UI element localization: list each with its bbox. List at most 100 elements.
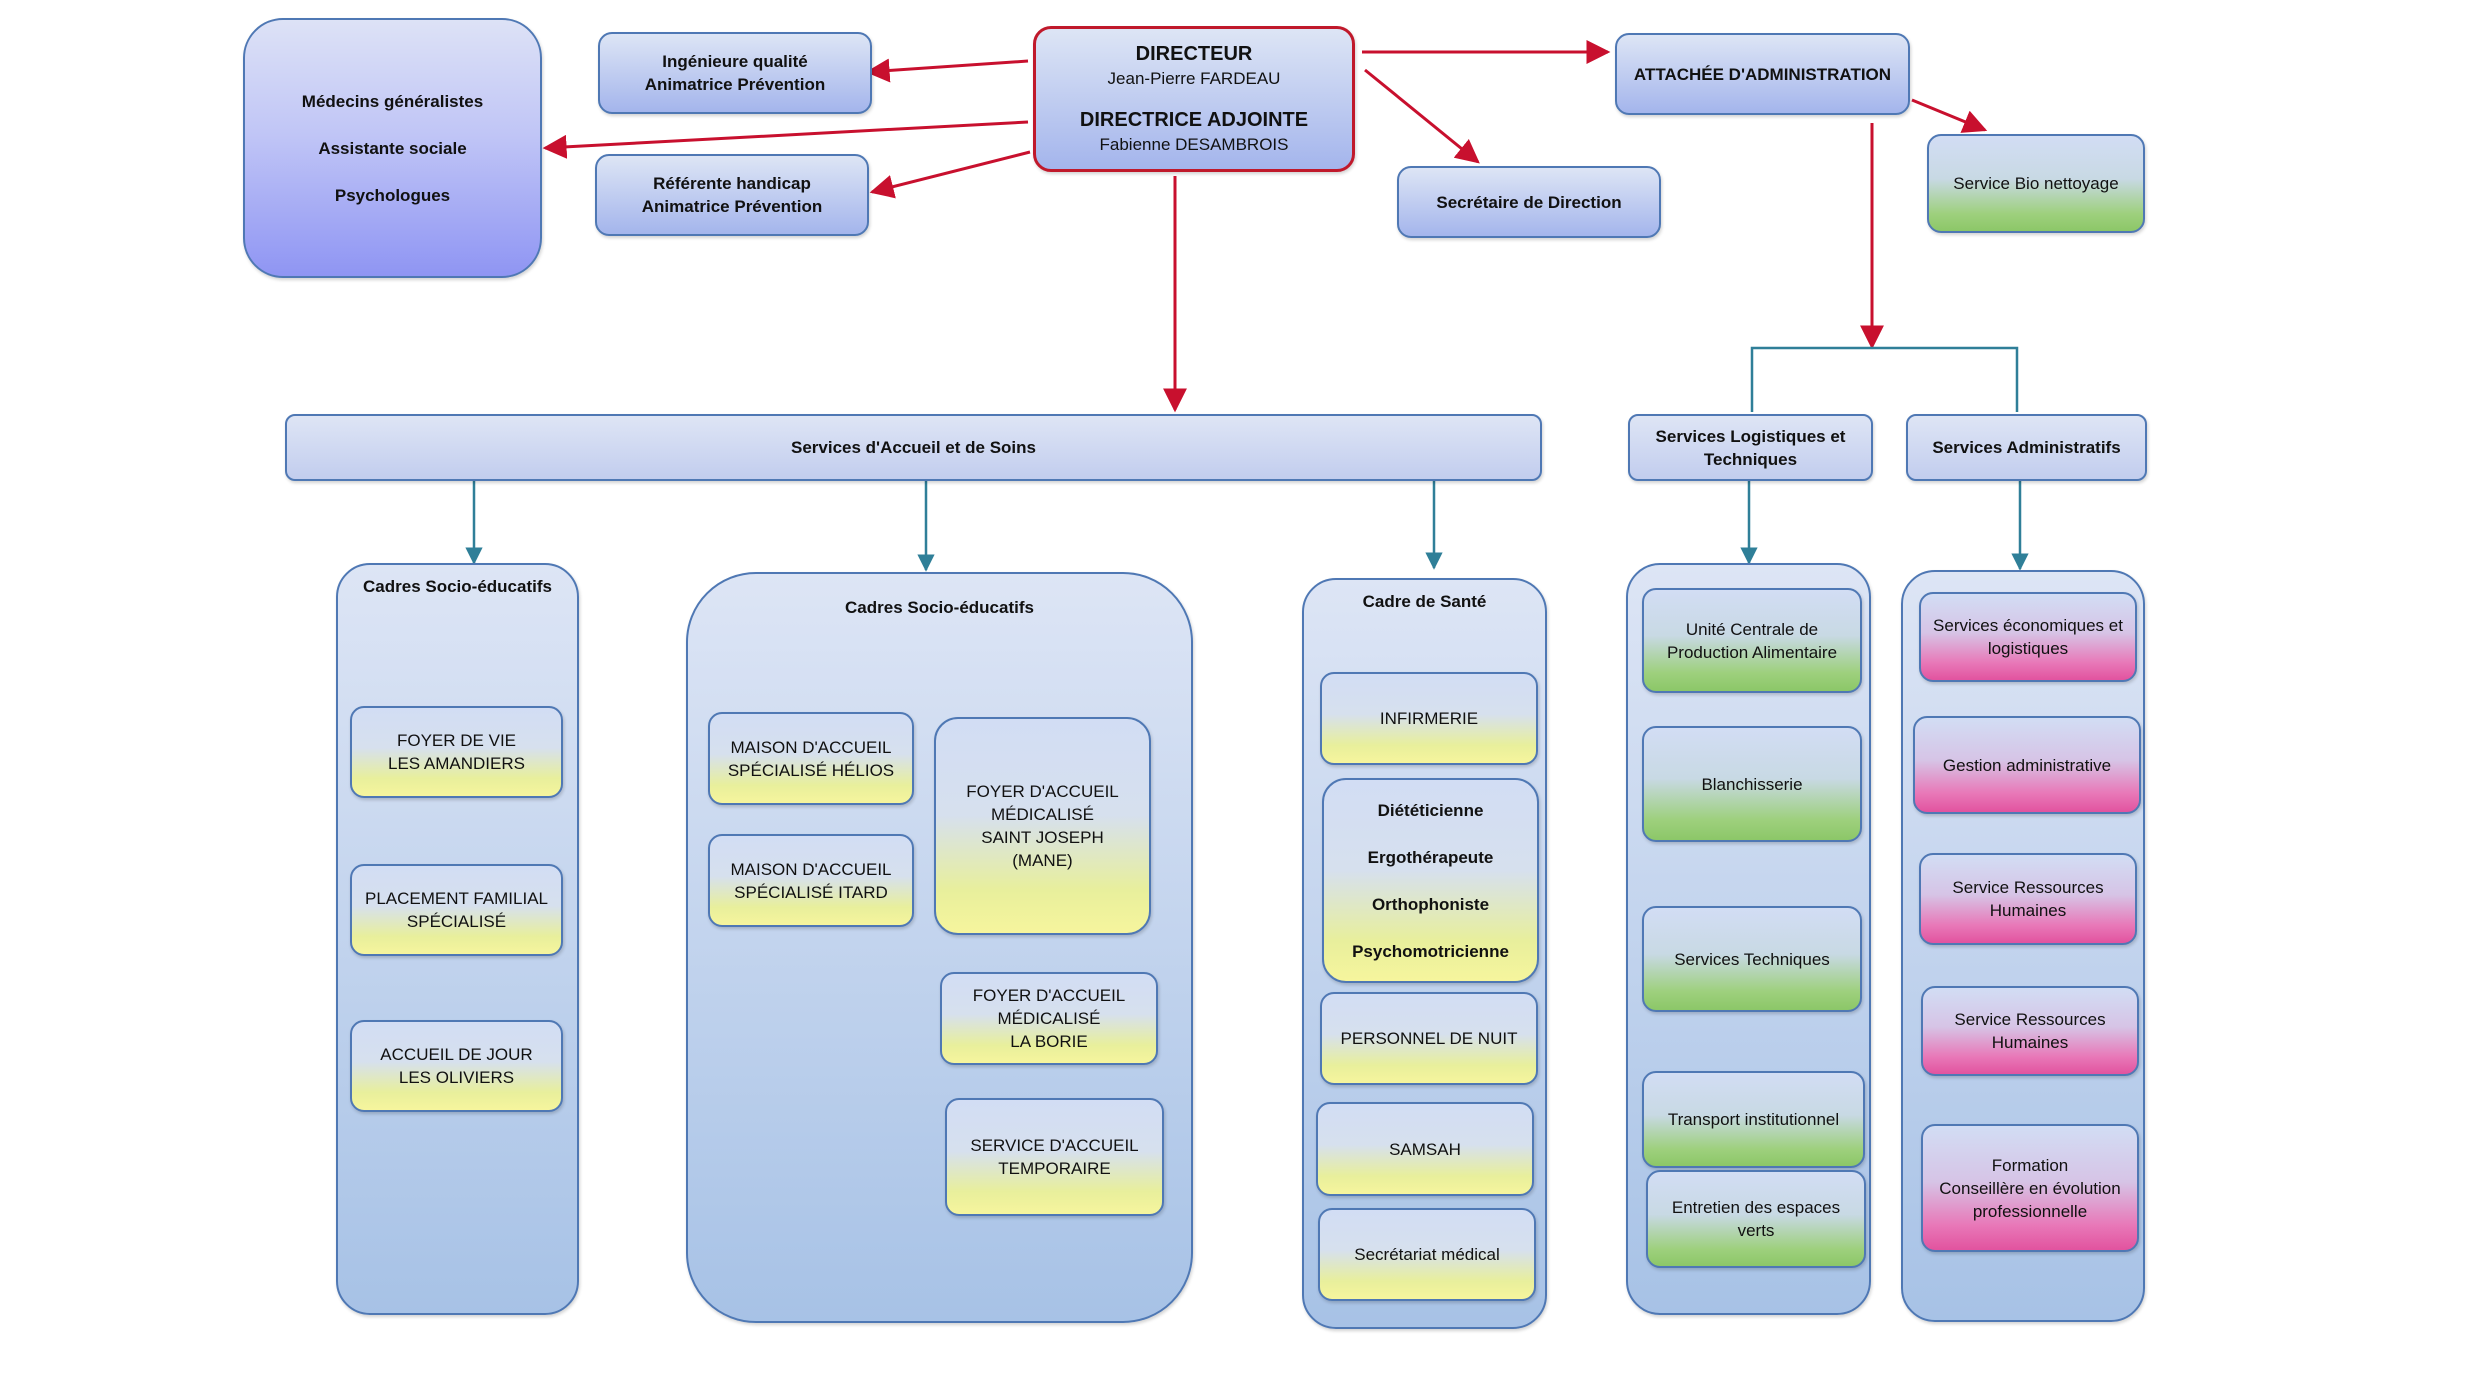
handicap-line: Référente handicap [653,174,811,193]
unit-line: PLACEMENT FAMILIAL [365,889,548,908]
medical-staff-item: Médecins généralistes [301,91,484,111]
unit-line: Transport institutionnel [1667,1110,1840,1129]
unit-line: ACCUEIL DE JOUR [380,1045,533,1064]
arrow-director-to-quality [865,58,1029,83]
logistics-label-line: Services Logistiques et [1655,426,1846,446]
admin-attache-box: ATTACHÉE D'ADMINISTRATION [1615,33,1910,115]
unit-line: MAISON D'ACCUEIL [730,859,892,879]
unit-line: SPÉCIALISÉ [406,912,507,931]
unit-ressources-humaines-1: Service Ressources Humaines [1919,853,2137,945]
deputy-title: DIRECTRICE ADJOINTE [1079,109,1309,131]
unit-infirmerie: INFIRMERIE [1320,672,1538,765]
unit-line: MÉDICALISÉ [991,805,1094,824]
logistics-label-line: Techniques [1703,449,1798,469]
bio-cleaning-label: Service Bio nettoyage [1953,174,2119,193]
admin-services-label: Services Administratifs [1932,438,2121,457]
director-name: Jean-Pierre FARDEAU [1107,69,1281,88]
director-box: DIRECTEUR Jean-Pierre FARDEAU DIRECTRICE… [1033,26,1355,172]
unit-line: SAINT JOSEPH [981,828,1104,847]
unit-personnel-nuit: PERSONNEL DE NUIT [1320,992,1538,1085]
unit-line: Gestion administrative [1942,755,2112,775]
quality-box: Ingénieure qualité Animatrice Prévention [598,32,872,114]
unit-mas-itard: MAISON D'ACCUEIL SPÉCIALISÉ ITARD [708,834,914,927]
unit-line: SPÉCIALISÉ HÉLIOS [727,760,895,780]
arrow-director-to-medical [542,120,1029,159]
unit-line: Humaines [1989,901,2067,920]
unit-line: Conseillère en évolution [1939,1178,2121,1198]
bio-cleaning-box: Service Bio nettoyage [1927,134,2145,233]
unit-line: Secrétariat médical [1354,1245,1500,1264]
unit-services-economiques: Services économiques et logistiques [1919,592,2137,682]
unit-line: Formation [1991,1155,2069,1175]
quality-line: Ingénieure qualité [662,52,808,71]
unit-therapists: Diététicienne Ergothérapeute Orthophonis… [1322,778,1539,983]
admin-services-header: Services Administratifs [1906,414,2147,481]
unit-line: PERSONNEL DE NUIT [1340,1029,1518,1048]
medical-staff-box: Médecins généralistes Assistante sociale… [243,18,542,278]
unit-formation: Formation Conseillère en évolution profe… [1921,1124,2139,1252]
care-services-header: Services d'Accueil et de Soins [285,414,1542,481]
arrow-director-to-handicap [869,150,1031,199]
unit-line: Psychomotricienne [1352,941,1509,961]
arrow-director-to-secretary [1364,68,1480,164]
unit-gestion-administrative: Gestion administrative [1913,716,2141,814]
unit-line: SPÉCIALISÉ ITARD [734,882,888,902]
unit-line: LES AMANDIERS [388,754,525,773]
unit-line: verts [1737,1221,1775,1240]
unit-line: Unité Centrale de [1685,619,1819,639]
unit-mas-helios: MAISON D'ACCUEIL SPÉCIALISÉ HÉLIOS [708,712,914,805]
unit-accueil-oliviers: ACCUEIL DE JOUR LES OLIVIERS [350,1020,563,1112]
unit-line: MÉDICALISÉ [997,1009,1101,1028]
admin-attache-label: ATTACHÉE D'ADMINISTRATION [1633,64,1892,84]
unit-line: FOYER D'ACCUEIL [972,986,1126,1005]
unit-secretariat-medical: Secrétariat médical [1318,1208,1536,1301]
unit-line: Diététicienne [1377,800,1484,820]
group1-label: Cadres Socio-éducatifs [363,577,552,596]
unit-line: (MANE) [1012,851,1073,870]
secretary-box: Secrétaire de Direction [1397,166,1661,238]
care-services-label: Services d'Accueil et de Soins [791,438,1036,457]
unit-line: LA BORIE [1010,1032,1088,1051]
unit-line: Service Ressources [1954,1010,2106,1029]
quality-line: Animatrice Prévention [644,75,826,94]
unit-line: Humaines [1991,1033,2069,1052]
unit-services-techniques: Services Techniques [1642,906,1862,1012]
unit-line: professionnelle [1972,1201,2088,1221]
handicap-box: Référente handicap Animatrice Prévention [595,154,869,236]
arrow-attache-to-bio [1911,98,1988,133]
unit-line: Orthophoniste [1371,894,1490,914]
unit-line: Ergothérapeute [1367,847,1494,867]
unit-espaces-verts: Entretien des espaces verts [1646,1170,1866,1268]
medical-staff-item: Assistante sociale [318,138,467,158]
group2-label: Cadres Socio-éducatifs [845,598,1034,617]
medical-staff-item: Psychologues [334,185,451,205]
unit-line: logistiques [1987,639,2069,658]
unit-line: MAISON D'ACCUEIL [730,737,892,757]
unit-foyer-amandiers: FOYER DE VIE LES AMANDIERS [350,706,563,798]
director-title: DIRECTEUR [1135,43,1253,65]
unit-line: Services économiques et [1933,616,2123,635]
secretary-label: Secrétaire de Direction [1436,192,1622,212]
unit-accueil-temporaire: SERVICE D'ACCUEIL TEMPORAIRE [945,1098,1164,1216]
unit-line: Services Techniques [1674,949,1830,969]
deputy-name: Fabienne DESAMBROIS [1099,135,1289,154]
handicap-line: Animatrice Prévention [641,197,823,216]
health-label: Cadre de Santé [1362,592,1487,611]
unit-line: Blanchisserie [1701,774,1803,794]
unit-production-alimentaire: Unité Centrale de Production Alimentaire [1642,588,1862,693]
unit-ressources-humaines-2: Service Ressources Humaines [1921,986,2139,1076]
unit-placement-familial: PLACEMENT FAMILIAL SPÉCIALISÉ [350,864,563,956]
unit-fam-saint-joseph: FOYER D'ACCUEIL MÉDICALISÉ SAINT JOSEPH … [934,717,1151,935]
unit-line: Production Alimentaire [1666,642,1838,662]
unit-blanchisserie: Blanchisserie [1642,726,1862,842]
logistics-header: Services Logistiques et Techniques [1628,414,1873,481]
unit-line: FOYER D'ACCUEIL [966,782,1119,801]
unit-transport: Transport institutionnel [1642,1071,1865,1168]
unit-fam-la-borie: FOYER D'ACCUEIL MÉDICALISÉ LA BORIE [940,972,1158,1065]
unit-line: LES OLIVIERS [398,1068,515,1087]
unit-line: TEMPORAIRE [998,1159,1111,1178]
unit-line: SAMSAH [1389,1139,1461,1159]
connector-bracket [1750,346,2019,412]
